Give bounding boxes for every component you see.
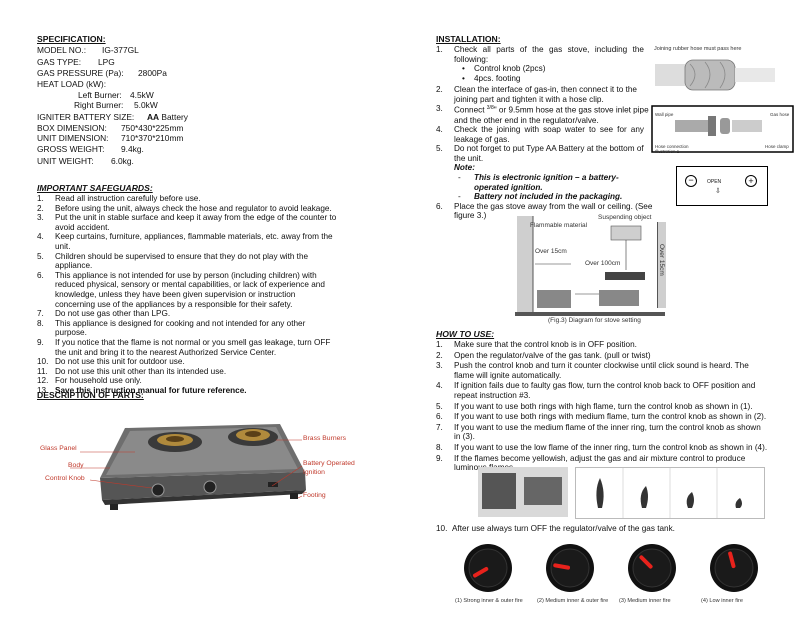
hose-illustration-label: Illustration 1: [655, 149, 680, 154]
hose-illustration: [650, 44, 795, 154]
howto-item: 1.Make sure that the control knob is in …: [436, 340, 637, 349]
spec-unit-dimension-value: 710*370*210mm: [121, 133, 184, 143]
battery-compartment-illustration: − + OPEN ⇩: [676, 166, 768, 206]
safeguards-heading: IMPORTANT SAFEGUARDS:: [37, 183, 153, 193]
spec-gas-pressure-label: GAS PRESSURE (Pa):: [37, 68, 124, 78]
fig-over100-label: Over 100cm: [585, 260, 621, 267]
left-burner-icon: [148, 432, 202, 452]
safeguard-item: 13.Save this instruction manual for futu…: [37, 385, 247, 395]
howto-item: 7.If you want to use the medium flame of…: [436, 422, 761, 442]
hose-caption: Joining rubber hose must pass here: [654, 46, 742, 52]
hose-gas-label: Gas hose: [770, 112, 790, 117]
spec-right-burner-value: 5.0kW: [134, 100, 158, 110]
spec-left-burner-label: Left Burner:: [78, 90, 122, 100]
spec-unit-weight-label: UNIT WEIGHT:: [37, 156, 94, 166]
knob-caption: (2) Medium inner & outer fire: [537, 598, 609, 604]
spec-heading: SPECIFICATION:: [37, 34, 106, 44]
vertical-wall-diagram: [648, 222, 666, 310]
spec-gross-weight-value: 9.4kg.: [121, 144, 144, 154]
knob-caption: (4) Low inner fire: [701, 598, 743, 604]
installation-heading: INSTALLATION:: [436, 34, 501, 44]
right-burner-icon: [228, 428, 278, 446]
safeguard-item: 9.If you notice that the flame is not no…: [37, 337, 331, 357]
spec-unit-dimension-label: UNIT DIMENSION:: [37, 133, 109, 143]
fig-over15-label: Over 15cm: [535, 248, 567, 255]
spec-heat-load: HEAT LOAD (kW):: [37, 79, 107, 89]
install-bullet-knob: Control knob (2pcs): [436, 64, 644, 74]
label-battery-1: Battery Operated: [303, 460, 355, 467]
fig-suspending-label: Suspending object: [598, 214, 652, 221]
install-bullet-footing: 4pcs. footing: [436, 74, 644, 84]
safeguard-item: 4.Keep curtains, furniture, appliances, …: [37, 232, 333, 251]
hose-wall-label: Wall pipe: [655, 112, 674, 117]
howto-item: 4.If ignition fails due to faulty gas fl…: [436, 381, 756, 400]
safeguard-item: 12.For household use only.: [37, 376, 142, 386]
air-control-photo: [478, 467, 568, 517]
battery-open-label: OPEN: [707, 179, 722, 185]
fig-caption: (Fig.3) Diagram for stove setting: [548, 317, 641, 324]
spec-unit-weight-value: 6.0kg.: [111, 156, 134, 166]
label-body: Body: [68, 462, 84, 469]
label-footing: Footing: [303, 492, 326, 499]
howto-item: 6.If you want to use both rings with med…: [436, 412, 767, 422]
howto-item: 8.If you want to use the low flame of th…: [436, 442, 768, 452]
fig-flammable-label: Flammable material: [530, 222, 588, 229]
safeguard-item: 6.This appliance is not intended for use…: [37, 270, 325, 309]
label-brass-burners: Brass Burners: [303, 435, 347, 442]
spec-box-dimension-label: BOX DIMENSION:: [37, 123, 107, 133]
spec-model-value: IG-377GL: [102, 45, 139, 55]
spec-gas-type-value: LPG: [98, 57, 115, 67]
safeguard-item: 5.Children should be supervised to ensur…: [37, 251, 309, 271]
flame-types-diagram: [575, 467, 765, 519]
howto-heading: HOW TO USE:: [436, 329, 495, 339]
safeguard-item: 2.Before using the unit, always check th…: [37, 203, 332, 213]
hose-connection-label: Hose connection: [655, 144, 689, 149]
howto-item: 2.Open the regulator/valve of the gas ta…: [436, 350, 651, 360]
arrow-down-icon: ⇩: [715, 188, 721, 195]
spec-gas-type-label: GAS TYPE:: [37, 57, 82, 67]
installation-list: 1.Check all parts of the gas stove, incl…: [436, 45, 644, 83]
safeguard-item: 7.Do not use gas other than LPG.: [37, 309, 171, 319]
spec-gas-pressure-value: 2800Pa: [138, 68, 167, 78]
knob-caption: (1) Strong inner & outer fire: [455, 598, 523, 604]
spec-box-dimension-value: 750*430*225mm: [121, 123, 184, 133]
safeguard-item: 8.This appliance is designed for cooking…: [37, 318, 306, 338]
howto-list: 1.Make sure that the control knob is in …: [436, 340, 768, 474]
safeguards-list: 1.Read all instruction carefully before …: [37, 194, 337, 395]
stove-illustration: [40, 420, 370, 515]
howto-item: 3.Push the control knob and turn it coun…: [436, 361, 749, 380]
install-note: Note:: [454, 163, 475, 173]
parts-heading: DESCRIPTION OF PARTS:: [37, 390, 144, 400]
fig-over15-vertical-label: Over 15cm: [658, 244, 665, 276]
spec-igniter-label: IGNITER BATTERY SIZE:: [37, 112, 135, 122]
spec-gross-weight-label: GROSS WEIGHT:: [37, 144, 105, 154]
minus-icon: −: [685, 175, 697, 187]
hose-clamp-label: Hose clamp: [765, 144, 789, 149]
spec-igniter-value: AA Battery: [147, 112, 188, 122]
label-battery-2: Ignition: [303, 469, 325, 476]
howto-item: 5.If you want to use both rings with hig…: [436, 401, 753, 411]
spec-left-burner-value: 4.5kW: [130, 90, 154, 100]
safeguard-item: 11.Do not use this unit other than its i…: [37, 366, 227, 376]
safeguard-item: 10.Do not use this unit for outdoor use.: [37, 357, 185, 367]
knob-icon: [463, 543, 513, 593]
safeguard-item: 3.Put the unit in stable surface and kee…: [37, 213, 337, 232]
label-control-knob: Control Knob: [45, 475, 85, 482]
stove-setting-diagram: [515, 212, 665, 324]
plus-icon: +: [745, 175, 757, 187]
install-note-1: -This is electronic ignition – a battery…: [458, 173, 619, 192]
safeguard-item: 1.Read all instruction carefully before …: [37, 194, 201, 203]
knob-icon: [627, 543, 677, 593]
knob-caption: (3) Medium inner fire: [619, 598, 671, 604]
howto-item-10: 10. After use always turn OFF the regula…: [436, 524, 675, 533]
knob-icon: [545, 543, 595, 593]
install-note-2: -Battery not included in the packaging.: [458, 192, 623, 202]
knob-icon: [709, 543, 759, 593]
spec-right-burner-label: Right Burner:: [74, 100, 124, 110]
control-knob-icon: [151, 483, 165, 497]
label-glass-panel: Glass Panel: [40, 445, 77, 452]
spec-model-label: MODEL NO.:: [37, 45, 87, 55]
